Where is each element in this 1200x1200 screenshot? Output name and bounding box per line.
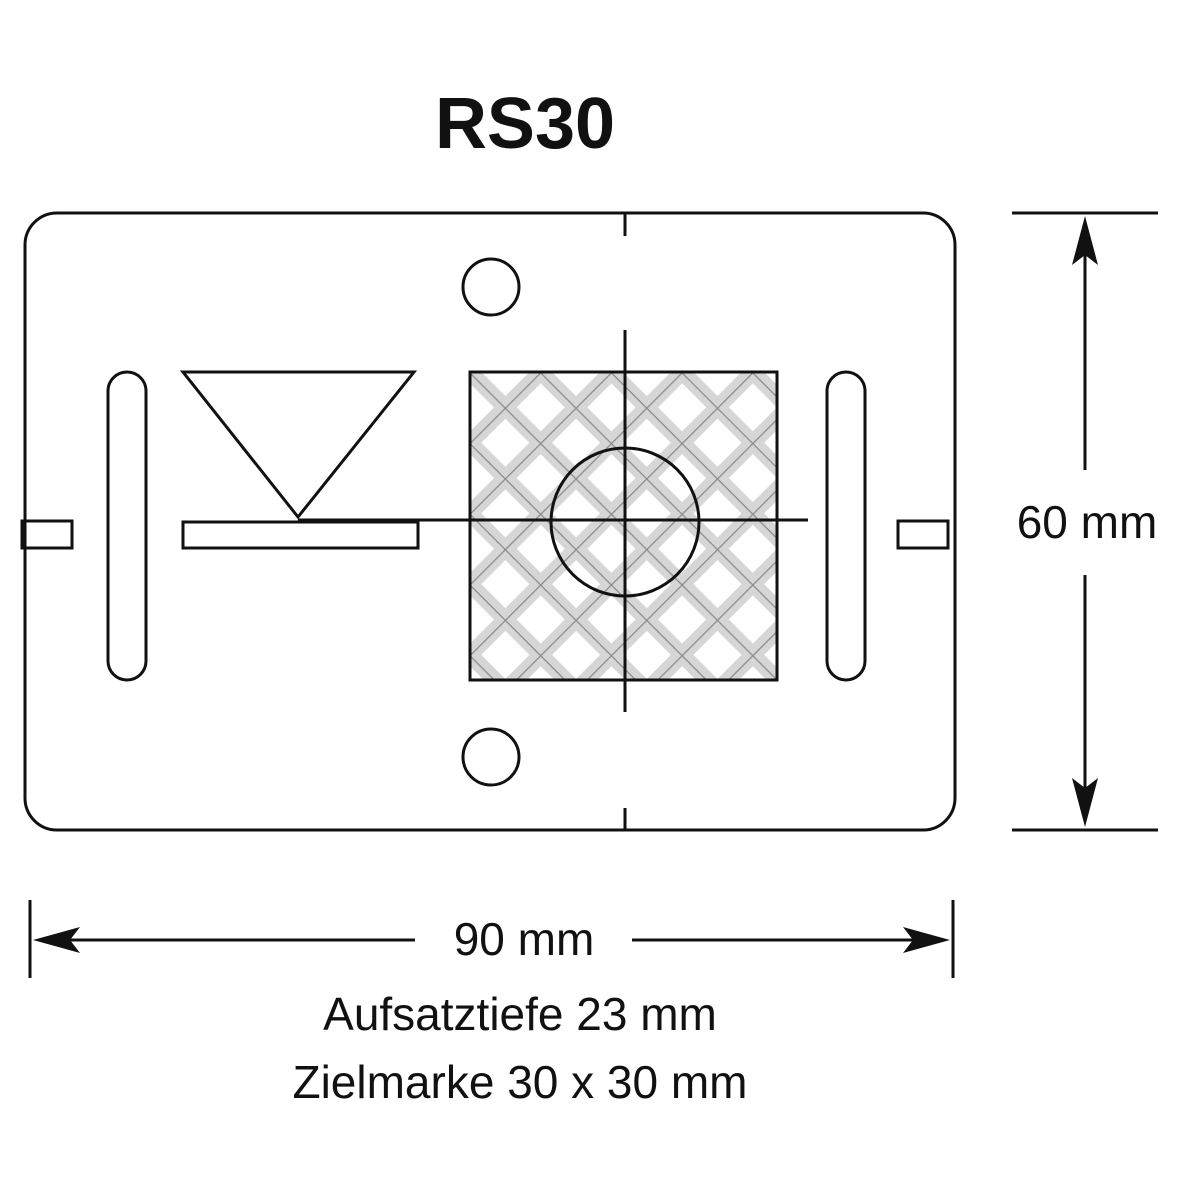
slot-left	[106, 370, 148, 682]
triangle-marker	[179, 370, 418, 520]
height-label: 60 mm	[1017, 496, 1158, 548]
slot-right	[825, 370, 867, 682]
tab-left	[20, 519, 74, 550]
target-plate	[20, 211, 957, 832]
width-dimension	[28, 900, 955, 978]
arrow-right-icon	[903, 927, 950, 953]
width-label: 90 mm	[454, 913, 595, 965]
diagram-title: RS30	[435, 84, 615, 164]
arrow-left-icon	[33, 927, 80, 953]
mounting-hole-top	[461, 257, 521, 317]
tab-right	[896, 519, 950, 550]
depth-label: Aufsatztiefe 23 mm	[323, 988, 717, 1040]
mounting-hole-bottom	[461, 727, 521, 787]
level-bar	[181, 520, 420, 550]
height-dimension	[1012, 211, 1158, 832]
arrow-down-icon	[1072, 778, 1098, 827]
arrow-up-icon	[1072, 216, 1098, 265]
target-size-label: Zielmarke 30 x 30 mm	[292, 1056, 747, 1108]
